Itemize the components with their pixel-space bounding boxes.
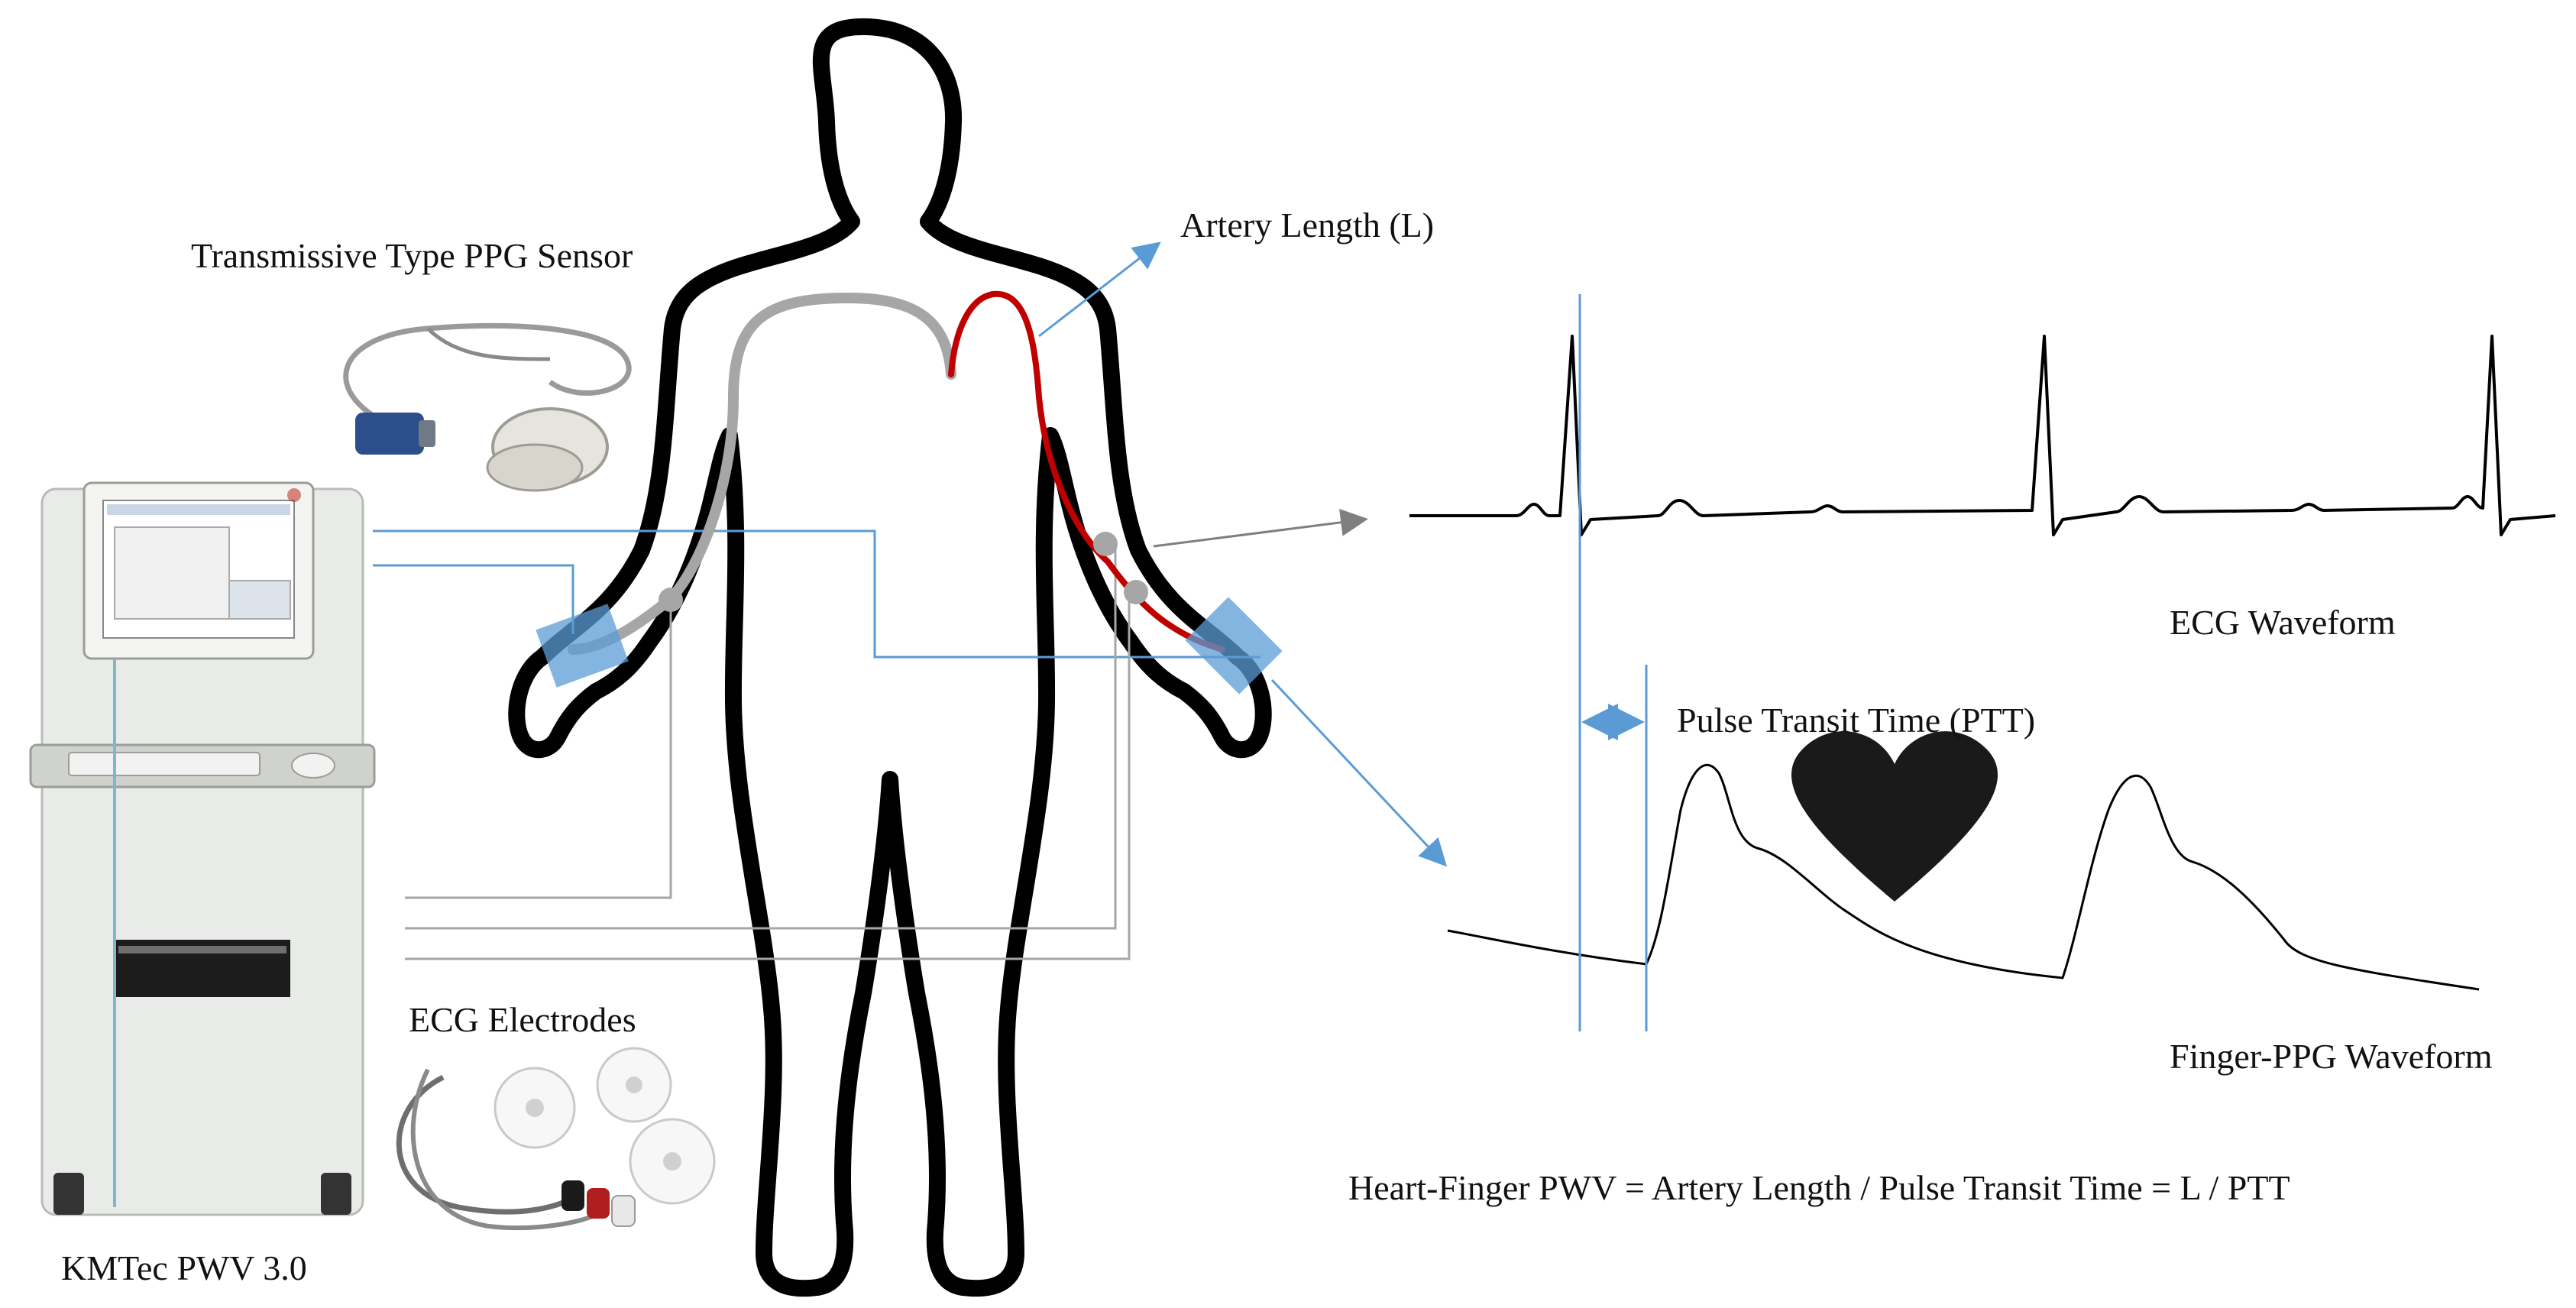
ppg-waveform — [1447, 764, 2480, 991]
ppg-cable — [568, 292, 956, 655]
pwv-device-icon — [29, 481, 376, 1216]
ecg-waveform — [1409, 335, 2556, 536]
artery-path — [948, 290, 1225, 652]
ecg-electrodes-label: ECG Electrodes — [409, 1000, 636, 1039]
ecg-arrow — [1153, 508, 1368, 548]
left-finger-sensor-patch — [536, 604, 629, 688]
device-label: KMTec PWV 3.0 — [61, 1248, 307, 1287]
right-finger-sensor-patch — [1185, 597, 1283, 694]
formula-label: Heart-Finger PWV = Artery Length / Pulse… — [1348, 1168, 2290, 1207]
electrode-dot-right-lower — [1124, 580, 1148, 604]
ptt-label: Pulse Transit Time (PTT) — [1677, 701, 2035, 740]
ppg-waveform-label: Finger-PPG Waveform — [2170, 1037, 2493, 1076]
electrode-dot-left — [659, 588, 683, 612]
ecg-electrode-pads-icon — [396, 1047, 716, 1231]
electrode-wires — [405, 544, 1131, 960]
finger-clip-sensor-icon — [343, 322, 632, 492]
artery-length-label: Artery Length (L) — [1180, 206, 1434, 244]
device-connection-lines — [373, 529, 1260, 659]
heart-icon — [1791, 731, 1998, 902]
artery-length-arrow — [1038, 241, 1161, 338]
electrode-dot-right-upper — [1093, 532, 1118, 556]
ppg-arrow — [1270, 678, 1448, 867]
ecg-waveform-label: ECG Waveform — [2170, 603, 2396, 642]
ppg-sensor-label: Transmissive Type PPG Sensor — [191, 236, 633, 275]
